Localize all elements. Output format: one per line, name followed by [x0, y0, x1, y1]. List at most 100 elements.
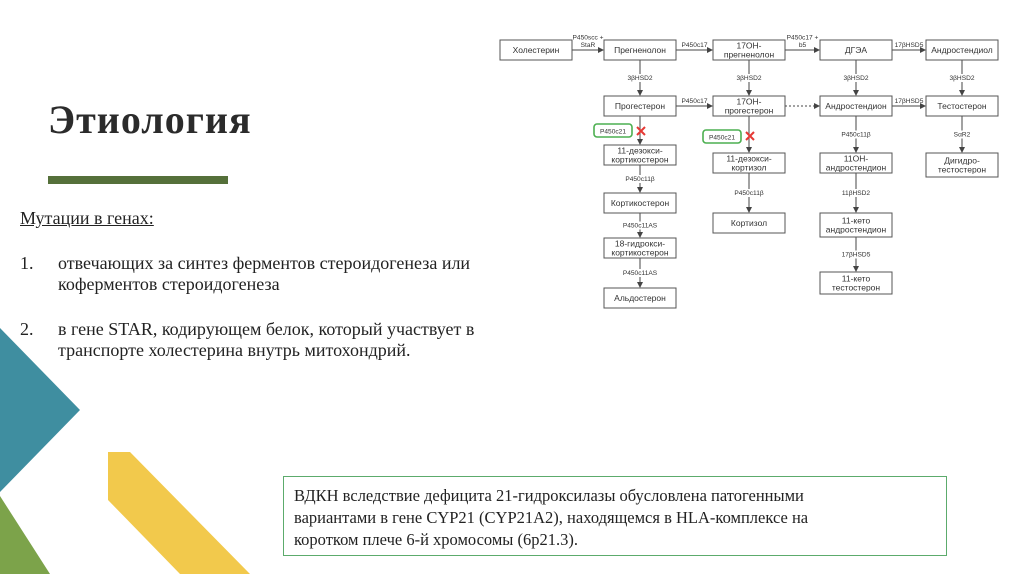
- node-box: [819, 39, 893, 61]
- list-line: отвечающих за синтез ферментов стероидог…: [58, 253, 471, 273]
- node-label: 11ОН-: [844, 154, 869, 164]
- node-label: Прегненолон: [614, 45, 666, 55]
- node-label: 17ОН-: [736, 97, 761, 107]
- enzyme-label-bg: [624, 175, 656, 183]
- enzyme-label-bg: [627, 74, 653, 82]
- node-box: [712, 95, 786, 117]
- enzyme-label-bg: [622, 221, 658, 230]
- list-number: 1.: [20, 253, 34, 273]
- enzyme-label-bg: [733, 189, 765, 197]
- enzyme-label: P450c17: [681, 98, 707, 105]
- node-label: Холестерин: [513, 45, 560, 55]
- node-deoxycorticosterone: 11-дезокси-кортикостерон: [603, 144, 677, 166]
- cross-icon: [745, 131, 755, 141]
- enzyme-label: 17βHSD5: [842, 252, 871, 259]
- list-number: 2.: [20, 319, 34, 339]
- node-label: 11-кето: [842, 274, 871, 284]
- enzyme-badge: [702, 129, 742, 144]
- node-pregnenolone: Прегненолон: [603, 39, 677, 61]
- list-line: в гене STAR, кодирующем белок, который у…: [58, 319, 475, 339]
- enzyme-label: StaR: [581, 42, 596, 49]
- node-oh-androstenedione: 11ОН-андростендион: [819, 152, 893, 174]
- list-line: транспорте холестерина внутрь митохондри…: [58, 340, 411, 360]
- node-box: [819, 212, 893, 238]
- node-box: [499, 39, 573, 61]
- enzyme-badge: [593, 123, 633, 138]
- node-box: [712, 212, 786, 234]
- node-box: [603, 192, 677, 214]
- node-label: тестостерон: [938, 165, 987, 175]
- enzyme-label: 17βHSD5: [895, 98, 924, 105]
- node-label: ДГЭА: [845, 45, 867, 55]
- enzyme-label: 3βHSD2: [949, 75, 974, 82]
- node-box: [819, 152, 893, 174]
- node-oh-pregnenolone: 17ОН-прегненолон: [712, 39, 786, 61]
- title-underline: [48, 176, 228, 184]
- node-label: Дигидро-: [944, 156, 980, 166]
- node-label: кортикостерон: [611, 248, 668, 258]
- yellow-band: [108, 452, 250, 574]
- enzyme-label: P450c11AS: [623, 270, 658, 277]
- note-line: ВДКН вследствие дефицита 21-гидроксилазы…: [294, 486, 804, 505]
- node-deoxycortisol: 11-дезокси-кортизол: [712, 152, 786, 174]
- enzyme-label: 17βHSD5: [895, 42, 924, 49]
- enzyme-label: 3βHSD2: [843, 75, 868, 82]
- note-line: коротком плече 6-й хромосомы (6р21.3).: [294, 530, 578, 549]
- node-label: Прогестерон: [615, 101, 665, 111]
- list-text: отвечающих за синтез ферментов стероидог…: [58, 253, 578, 295]
- enzyme-label: 3βHSD2: [627, 75, 652, 82]
- teal-triangle: [0, 328, 80, 492]
- enzyme-label: P450c17 +: [787, 35, 819, 42]
- node-corticosterone: Кортикостерон: [603, 192, 677, 214]
- enzyme-label-bg: [842, 189, 870, 197]
- node-progesterone: Прогестерон: [603, 95, 677, 117]
- node-box: [925, 39, 999, 61]
- node-testosterone: Тестостерон: [925, 95, 999, 117]
- enzyme-badge-label: P450c21: [709, 135, 735, 142]
- list-text: в гене STAR, кодирующем белок, который у…: [58, 319, 578, 361]
- node-box: [603, 39, 677, 61]
- node-label: кортизол: [731, 163, 766, 173]
- node-box: [712, 39, 786, 61]
- node-androstenedione: Андростендион: [819, 95, 893, 117]
- node-box: [819, 95, 893, 117]
- node-dhea: ДГЭА: [819, 39, 893, 61]
- node-label: андростендион: [826, 225, 887, 235]
- node-box: [712, 152, 786, 174]
- enzyme-label: b5: [799, 42, 807, 49]
- enzyme-label-bg: [736, 74, 762, 82]
- enzyme-label-bg: [843, 74, 869, 82]
- node-label: прегненолон: [724, 50, 775, 60]
- blocked-enzyme-marker: P450c21: [593, 123, 646, 138]
- enzyme-label-bg: [842, 250, 870, 259]
- node-box: [603, 287, 677, 309]
- node-box: [603, 95, 677, 117]
- node-cholesterol: Холестерин: [499, 39, 573, 61]
- node-box: [819, 271, 893, 295]
- enzyme-label: P450c11β: [734, 190, 764, 197]
- enzyme-label-bg: [840, 130, 872, 139]
- enzyme-label: P450c11β: [625, 176, 655, 183]
- list-line: коферментов стероидогенеза: [58, 274, 280, 294]
- mutations-subtitle: Мутации в генах:: [20, 208, 154, 228]
- node-label: Тестостерон: [937, 101, 986, 111]
- node-label: прогестерон: [725, 106, 774, 116]
- enzyme-label: P450c17: [681, 42, 707, 49]
- node-label: Альдостерон: [614, 293, 666, 303]
- node-label: 11-дезокси-: [617, 146, 662, 156]
- enzyme-label: P450scc +: [573, 35, 604, 42]
- enzyme-label-bg: [622, 269, 658, 277]
- node-label: тестостерон: [832, 283, 881, 293]
- node-cortisol: Кортизол: [712, 212, 786, 234]
- node-label: Андростендиол: [931, 45, 992, 55]
- node-label: кортикостерон: [611, 155, 668, 165]
- node-hydroxycorticosterone: 18-гидрокси-кортикостерон: [603, 237, 677, 259]
- enzyme-badge-label: P450c21: [600, 129, 626, 136]
- node-box: [603, 144, 677, 166]
- enzyme-label: 11βHSD2: [842, 190, 871, 197]
- node-box: [925, 95, 999, 117]
- node-label: 17ОН-: [736, 41, 761, 51]
